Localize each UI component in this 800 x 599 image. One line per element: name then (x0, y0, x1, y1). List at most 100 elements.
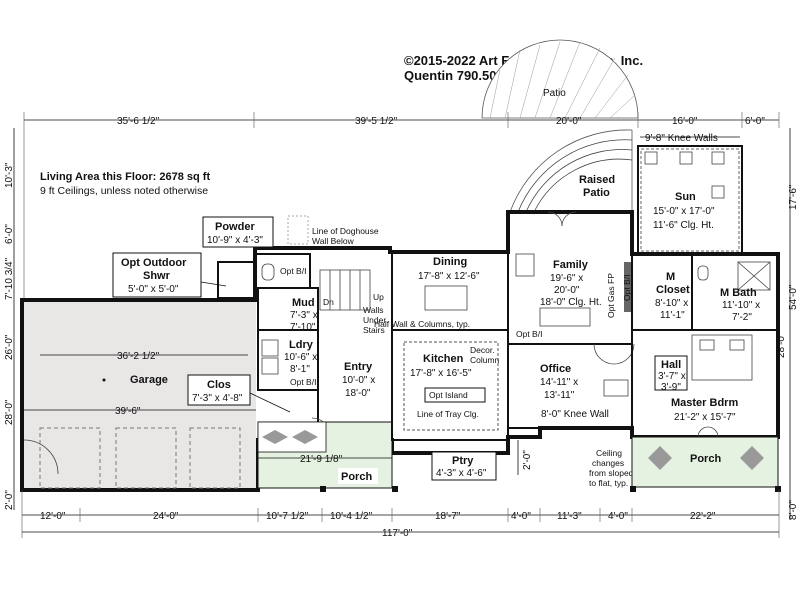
family-ceiling: 18'-0" Clg. Ht. (540, 297, 602, 308)
porch-front-label: Porch (341, 471, 372, 483)
office-knee-wall: 8'-0" Knee Wall (541, 409, 609, 420)
front-porch: 21'-9 1/8" Porch (257, 421, 398, 492)
m-closet-name-1: M (666, 271, 675, 283)
decor-column-2: Column (470, 355, 500, 365)
ptry-size: 4'-3" x 4'-6" (436, 468, 487, 479)
m-closet-size-1: 8'-10" x (655, 298, 688, 309)
porch-front-dim: 21'-9 1/8" (300, 454, 343, 465)
living-area: Living Area this Floor: 2678 sq ft (40, 171, 210, 183)
dim-bottom-7: 11'-3" (557, 511, 582, 522)
sun-ceiling: 11'-6" Clg. Ht. (653, 220, 714, 231)
dim-left-2: 6'-0" (4, 224, 15, 244)
dim-left-4: 26'-0" (4, 334, 15, 360)
master-name: Master Bdrm (671, 397, 738, 409)
dim-bottom-1: 12'-0" (40, 511, 66, 522)
mud-size-2: 7'-10" (290, 322, 316, 333)
sun-room: Sun 15'-0" x 17'-0" 11'-6" Clg. Ht. (637, 145, 743, 255)
ldry-size-2: 8'-1" (290, 364, 310, 375)
dim-right-3: 28'-0" (776, 332, 787, 358)
raised-patio-label-2: Patio (583, 187, 610, 199)
outdoor-shwr-name-1: Opt Outdoor (121, 257, 187, 269)
pantry: Ptry 4'-3" x 4'-6" (431, 451, 497, 481)
patio-label: Patio (543, 88, 566, 99)
m-bath-size-1: 11'-10" x (722, 300, 760, 311)
closet-opt-bi: Opt B/I (622, 275, 632, 301)
right-dimensions: 17'-6" 54'-0" 28'-0" 8'-0" (776, 128, 799, 520)
powder-room: Powder 10'-9" x 4'-3" Opt B/I Line of Do… (202, 215, 379, 289)
family-size-2: 20'-0" (554, 285, 580, 296)
outdoor-shwr-name-2: Shwr (143, 270, 171, 282)
hall-size-1: 3'-7" x (658, 371, 686, 382)
dim-top-2: 39'-5 1/2" (355, 116, 398, 127)
office: Office 14'-11" x 13'-11" 8'-0" Knee Wall… (507, 343, 635, 488)
dining-name: Dining (433, 256, 467, 268)
dim-right-1: 17'-6" (788, 184, 799, 210)
top-dimensions: 35'-6 1/2" 39'-5 1/2" 20'-0" 16'-0" 6'-0… (23, 112, 780, 300)
dim-right-4: 8'-0" (788, 500, 799, 520)
doghouse-note-2: Wall Below (312, 236, 355, 246)
sun-name: Sun (675, 191, 696, 203)
raised-patio-area: Raised Patio (509, 129, 633, 213)
dining-size: 17'-8" x 12'-6" (418, 271, 480, 282)
garage-dim-2: 39'-6" (115, 406, 141, 417)
rear-porch: Porch (630, 436, 781, 492)
master-suite-support: M Closet 8'-10" x 11'-1" Opt B/I M Bath … (622, 253, 779, 393)
m-closet-name-2: Closet (656, 284, 690, 296)
half-wall-note: Half Wall & Columns, typ. (374, 319, 470, 329)
dim-top-5: 6'-0" (745, 116, 765, 127)
powder-opt-bi: Opt B/I (280, 266, 306, 276)
ldry-size-1: 10'-6" x (284, 352, 317, 363)
dim-left-6: 2'-0" (4, 490, 15, 510)
office-side-dim: 2'-0" (522, 450, 533, 470)
sun-size: 15'-0" x 17'-0" (653, 206, 715, 217)
dim-top-1: 35'-6 1/2" (117, 116, 160, 127)
patio-area: Patio (481, 39, 639, 119)
walls-under-stairs-1: Walls (363, 305, 383, 315)
ceiling-note-1: Ceiling (596, 448, 622, 458)
dim-top-4: 16'-0" (672, 116, 698, 127)
m-bath-name: M Bath (720, 287, 757, 299)
office-size-1: 14'-11" x (540, 377, 578, 388)
walls-under-stairs-2: Under (363, 315, 386, 325)
dim-top-3: 20'-0" (556, 116, 582, 127)
bottom-dimensions: 12'-0" 24'-0" 10'-7 1/2" 10'-4 1/2" 18'-… (21, 490, 780, 539)
opt-island: Opt Island (429, 390, 468, 400)
stairs-dn: Dn (323, 297, 334, 307)
dim-bottom-9: 22'-2" (690, 511, 716, 522)
mud-name: Mud (292, 297, 315, 309)
outdoor-shower: Opt Outdoor Shwr 5'-0" x 5'-0" (112, 252, 256, 299)
outdoor-shwr-size: 5'-0" x 5'-0" (128, 284, 179, 295)
garage-dim-1: 36'-2 1/2" (117, 351, 160, 362)
entry-size-2: 18'-0" (345, 388, 371, 399)
dim-bottom-6: 4'-0" (511, 511, 531, 522)
decor-column-1: Decor. (470, 345, 495, 355)
office-name: Office (540, 363, 571, 375)
m-bath-size-2: 7'-2" (732, 312, 752, 323)
ceilings-note: 9 ft Ceilings, unless noted otherwise (40, 185, 208, 197)
clos-size: 7'-3" x 4'-8" (192, 393, 243, 404)
hall-name: Hall (661, 359, 681, 371)
kitchen-size: 17'-8" x 16'-5" (410, 368, 472, 379)
clos-name: Clos (207, 379, 231, 391)
master-bedroom: Master Bdrm 21'-2" x 15'-7" (631, 329, 779, 438)
dim-bottom-2: 24'-0" (153, 511, 179, 522)
kitchen: Kitchen 17'-8" x 16'-5" Opt Island Line … (391, 329, 542, 441)
hall-size-2: 3'-9" (661, 382, 681, 393)
dim-bottom-8: 4'-0" (608, 511, 628, 522)
dim-overall: 117'-0" (382, 528, 413, 539)
porch-rear-label: Porch (690, 453, 721, 465)
powder-name: Powder (215, 221, 255, 233)
ceiling-note-4: to flat, typ. (589, 478, 628, 488)
family: Family 19'-6" x 20'-0" 18'-0" Clg. Ht. O… (507, 211, 633, 345)
family-size-1: 19'-6" x (550, 273, 583, 284)
opt-gas-fp: Opt Gas FP (606, 273, 616, 318)
knee-walls-top: 9'-8" Knee Walls (645, 133, 718, 144)
mud-size-1: 7'-3" x (290, 310, 318, 321)
garage-label: Garage (130, 374, 168, 386)
ceiling-note-2: changes (592, 458, 624, 468)
master-size: 21'-2" x 15'-7" (674, 412, 736, 423)
tray-clg-note: Line of Tray Clg. (417, 409, 479, 419)
walls-under-stairs-3: Stairs (363, 325, 385, 335)
ceiling-note-3: from sloped (589, 468, 634, 478)
